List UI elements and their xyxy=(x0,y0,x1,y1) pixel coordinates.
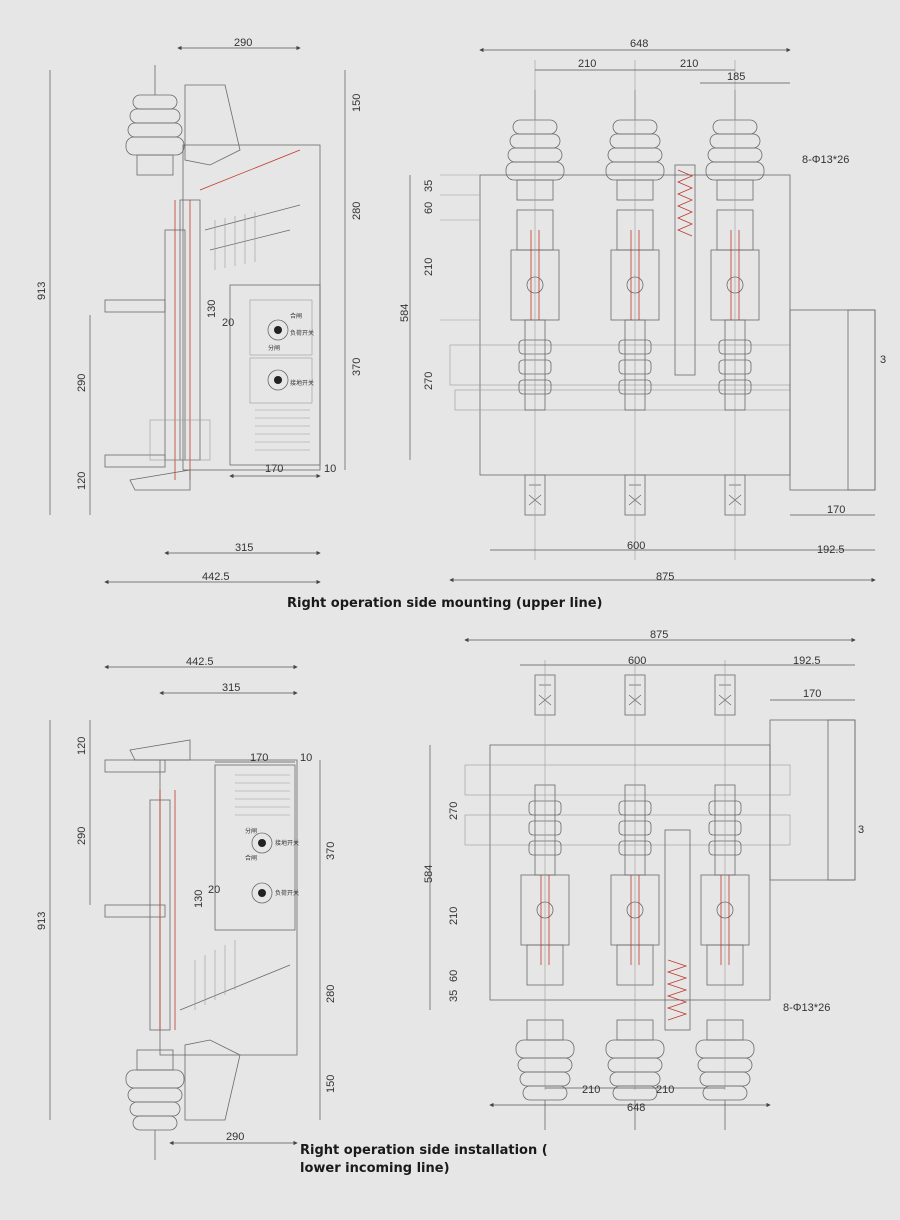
dim-170: 170 xyxy=(265,463,283,475)
label-close: 合闸 xyxy=(290,312,302,320)
dim-192-5: 192.5 xyxy=(817,544,845,556)
dim-875: 875 xyxy=(656,571,674,583)
bottom-front-view: 875 600 192.5 170 584 270 3 210 60 35 8-… xyxy=(423,629,864,1131)
label-earth-switch: 接地开关 xyxy=(290,379,314,387)
caption-lower-line-1: Right operation side installation ( xyxy=(300,1143,548,1158)
caption-upper-line: Right operation side mounting (upper lin… xyxy=(287,596,603,611)
dim-150: 150 xyxy=(325,1075,337,1093)
dim-3: 3 xyxy=(880,354,886,366)
dim-648: 648 xyxy=(627,1102,645,1114)
dim-270: 270 xyxy=(448,802,460,820)
dim-584: 584 xyxy=(423,865,435,883)
dim-913: 913 xyxy=(36,282,48,300)
dim-290-vertical: 290 xyxy=(76,374,88,392)
bottom-side-view: 分闸 接地开关 合闸 负荷开关 442.5 315 170 10 120 290… xyxy=(36,656,337,1161)
dim-10: 10 xyxy=(300,752,312,764)
dim-20: 20 xyxy=(208,884,220,896)
dim-20: 20 xyxy=(222,317,234,329)
dim-442-5: 442.5 xyxy=(202,571,230,583)
dim-150: 150 xyxy=(351,94,363,112)
caption-lower-line: Right operation side installation ( lowe… xyxy=(300,1142,600,1178)
dim-130: 130 xyxy=(193,890,205,908)
label-load-switch: 负荷开关 xyxy=(290,329,314,337)
dim-60: 60 xyxy=(448,970,460,982)
dim-35: 35 xyxy=(423,180,435,192)
dim-210-left: 210 xyxy=(582,1084,600,1096)
top-front-view: 648 210 210 185 8-Φ13*26 584 35 60 210 2… xyxy=(399,38,886,583)
dim-913: 913 xyxy=(36,912,48,930)
dim-120: 120 xyxy=(76,472,88,490)
dim-185: 185 xyxy=(727,71,745,83)
label-close: 合闸 xyxy=(245,854,257,862)
dim-280: 280 xyxy=(351,202,363,220)
dim-170: 170 xyxy=(803,688,821,700)
dim-600: 600 xyxy=(627,540,645,552)
label-open: 分闸 xyxy=(268,344,280,352)
dim-290: 290 xyxy=(234,37,252,49)
dim-210-vertical: 210 xyxy=(448,907,460,925)
dim-875: 875 xyxy=(650,629,668,641)
dim-170: 170 xyxy=(827,504,845,516)
dim-210-right: 210 xyxy=(680,58,698,70)
dim-270: 270 xyxy=(423,372,435,390)
dim-210-vertical: 210 xyxy=(423,258,435,276)
dim-210-left: 210 xyxy=(578,58,596,70)
dim-290-vertical: 290 xyxy=(76,827,88,845)
dim-315: 315 xyxy=(235,542,253,554)
dim-60: 60 xyxy=(423,202,435,214)
dim-648: 648 xyxy=(630,38,648,50)
dim-210-right: 210 xyxy=(656,1084,674,1096)
dim-584: 584 xyxy=(399,304,411,322)
caption-lower-line-2: lower incoming line) xyxy=(300,1161,450,1176)
dim-170: 170 xyxy=(250,752,268,764)
label-earth-switch: 接地开关 xyxy=(275,839,299,847)
label-load-switch: 负荷开关 xyxy=(275,889,299,897)
dim-290: 290 xyxy=(226,1131,244,1143)
dim-3: 3 xyxy=(858,824,864,836)
dim-370: 370 xyxy=(351,358,363,376)
dim-130: 130 xyxy=(206,300,218,318)
dim-600: 600 xyxy=(628,655,646,667)
top-side-view: 合闸 负荷开关 分闸 接地开关 290 150 280 370 913 290 … xyxy=(36,37,363,585)
dim-hole-8x13x26: 8-Φ13*26 xyxy=(802,154,849,166)
dim-192-5: 192.5 xyxy=(793,655,821,667)
dim-hole-8x13x26: 8-Φ13*26 xyxy=(783,1002,830,1014)
dim-370: 370 xyxy=(325,842,337,860)
dim-280: 280 xyxy=(325,985,337,1003)
label-open: 分闸 xyxy=(245,827,257,835)
dim-315: 315 xyxy=(222,682,240,694)
dim-35: 35 xyxy=(448,990,460,1002)
dim-10: 10 xyxy=(324,463,336,475)
dim-442-5: 442.5 xyxy=(186,656,214,668)
dim-120: 120 xyxy=(76,737,88,755)
